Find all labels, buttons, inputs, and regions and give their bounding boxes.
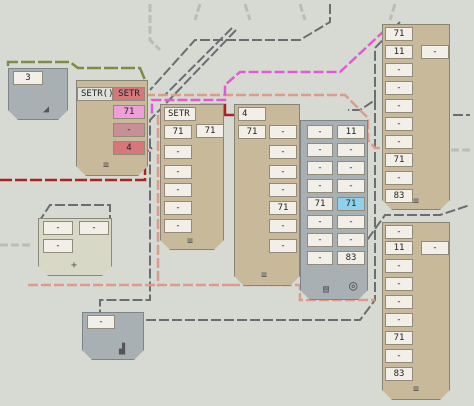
- right-top-value[interactable]: -: [385, 171, 413, 185]
- right-bottom-value[interactable]: 11: [385, 241, 413, 255]
- setr-block[interactable]: SETR() SETR() SETR 71 - 4 ≡: [76, 80, 148, 176]
- grid-col2-value[interactable]: -: [337, 161, 365, 175]
- right-top-value[interactable]: 71: [385, 27, 413, 41]
- grid-col2-value[interactable]: 71: [337, 197, 365, 211]
- column-b-value[interactable]: -: [269, 219, 297, 233]
- pair-mid-value[interactable]: 71: [196, 124, 224, 138]
- grid-col2-value[interactable]: 83: [337, 251, 365, 265]
- right-bottom-value[interactable]: -: [385, 313, 413, 327]
- column-b-value[interactable]: -: [269, 183, 297, 197]
- grid-col1-value[interactable]: -: [307, 251, 333, 265]
- list-icon: ≡: [103, 160, 110, 171]
- grid-col1-value[interactable]: -: [307, 233, 333, 247]
- right-bottom-column[interactable]: - 11 - - - - - - 71 - 83 ≡: [382, 222, 450, 400]
- grid-col1-value[interactable]: -: [307, 179, 333, 193]
- column-a-value[interactable]: -: [164, 145, 192, 159]
- right-bottom-value[interactable]: -: [385, 259, 413, 273]
- list-icon: ≡: [413, 384, 420, 395]
- column-b-value[interactable]: -: [269, 239, 297, 253]
- setr-register-1[interactable]: 71: [113, 105, 145, 119]
- setr-op[interactable]: SETR: [113, 87, 145, 101]
- column-b-value[interactable]: -: [269, 145, 297, 159]
- grid-node[interactable]: - 11 - - - - - - 71 71 - - - - - 83 ▤ ◎: [300, 120, 368, 300]
- bottom-left-node[interactable]: - ▟: [82, 312, 144, 360]
- right-top-column[interactable]: 71 11 - - - - - - 71 - 83 ≡: [382, 24, 450, 210]
- add-input-c[interactable]: -: [43, 239, 73, 253]
- right-top-value[interactable]: 11: [385, 45, 413, 59]
- plus-icon: +: [71, 260, 78, 271]
- add-node[interactable]: - - - +: [38, 218, 112, 276]
- grid-col2-value[interactable]: -: [337, 179, 365, 193]
- grid-col1-value[interactable]: -: [307, 215, 333, 229]
- hand-icon: ◢: [43, 104, 50, 115]
- column-a-value[interactable]: -: [164, 219, 192, 233]
- add-input-a[interactable]: -: [43, 221, 73, 235]
- column-a-header[interactable]: SETR: [164, 107, 196, 121]
- setr-register-2[interactable]: -: [113, 123, 145, 137]
- right-bottom-side[interactable]: -: [421, 241, 449, 255]
- column-a-value[interactable]: -: [164, 183, 192, 197]
- grid-col2-value[interactable]: 11: [337, 125, 365, 139]
- column-a-value[interactable]: 71: [164, 125, 192, 139]
- column-b-value[interactable]: 71: [269, 201, 297, 215]
- column-b-value[interactable]: -: [269, 165, 297, 179]
- right-top-value[interactable]: -: [385, 117, 413, 131]
- grid-col1-value[interactable]: -: [307, 143, 333, 157]
- column-a-value[interactable]: -: [164, 165, 192, 179]
- setr-call-2[interactable]: SETR(): [77, 87, 113, 101]
- column-b[interactable]: 4 71 - - - 71 - - - ≡: [234, 104, 300, 286]
- list-icon: ≡: [413, 196, 420, 207]
- right-top-value[interactable]: -: [385, 81, 413, 95]
- left-top-value[interactable]: 3: [13, 71, 43, 85]
- right-top-value[interactable]: 83: [385, 189, 413, 203]
- right-top-value[interactable]: -: [385, 99, 413, 113]
- grid-col2-value[interactable]: -: [337, 215, 365, 229]
- right-top-value[interactable]: -: [385, 63, 413, 77]
- left-top-node[interactable]: 3 ◢: [8, 68, 68, 120]
- list-icon: ≡: [187, 236, 194, 247]
- column-b-value[interactable]: 71: [238, 125, 266, 139]
- list-icon: ≡: [261, 270, 268, 281]
- grid-col1-value[interactable]: -: [307, 125, 333, 139]
- setr-register-3[interactable]: 4: [113, 141, 145, 155]
- grid-col1-value[interactable]: 71: [307, 197, 333, 211]
- target-icon: ◎: [349, 278, 358, 294]
- column-a-value[interactable]: -: [164, 201, 192, 215]
- right-bottom-value[interactable]: -: [385, 225, 413, 239]
- right-top-value[interactable]: 71: [385, 153, 413, 167]
- right-bottom-value[interactable]: 83: [385, 367, 413, 381]
- right-bottom-value[interactable]: -: [385, 349, 413, 363]
- right-bottom-value[interactable]: 71: [385, 331, 413, 345]
- column-b-value[interactable]: -: [269, 125, 297, 139]
- right-bottom-value[interactable]: -: [385, 277, 413, 291]
- memory-icon: ▤: [323, 284, 330, 295]
- grid-col2-value[interactable]: -: [337, 233, 365, 247]
- bottom-left-value[interactable]: -: [87, 315, 115, 329]
- add-input-b[interactable]: -: [79, 221, 109, 235]
- grid-col2-value[interactable]: -: [337, 143, 365, 157]
- chart-icon: ▟: [119, 344, 126, 355]
- column-b-header[interactable]: 4: [238, 107, 266, 121]
- grid-col1-value[interactable]: -: [307, 161, 333, 175]
- right-top-value[interactable]: -: [385, 135, 413, 149]
- right-bottom-value[interactable]: -: [385, 295, 413, 309]
- right-top-side[interactable]: -: [421, 45, 449, 59]
